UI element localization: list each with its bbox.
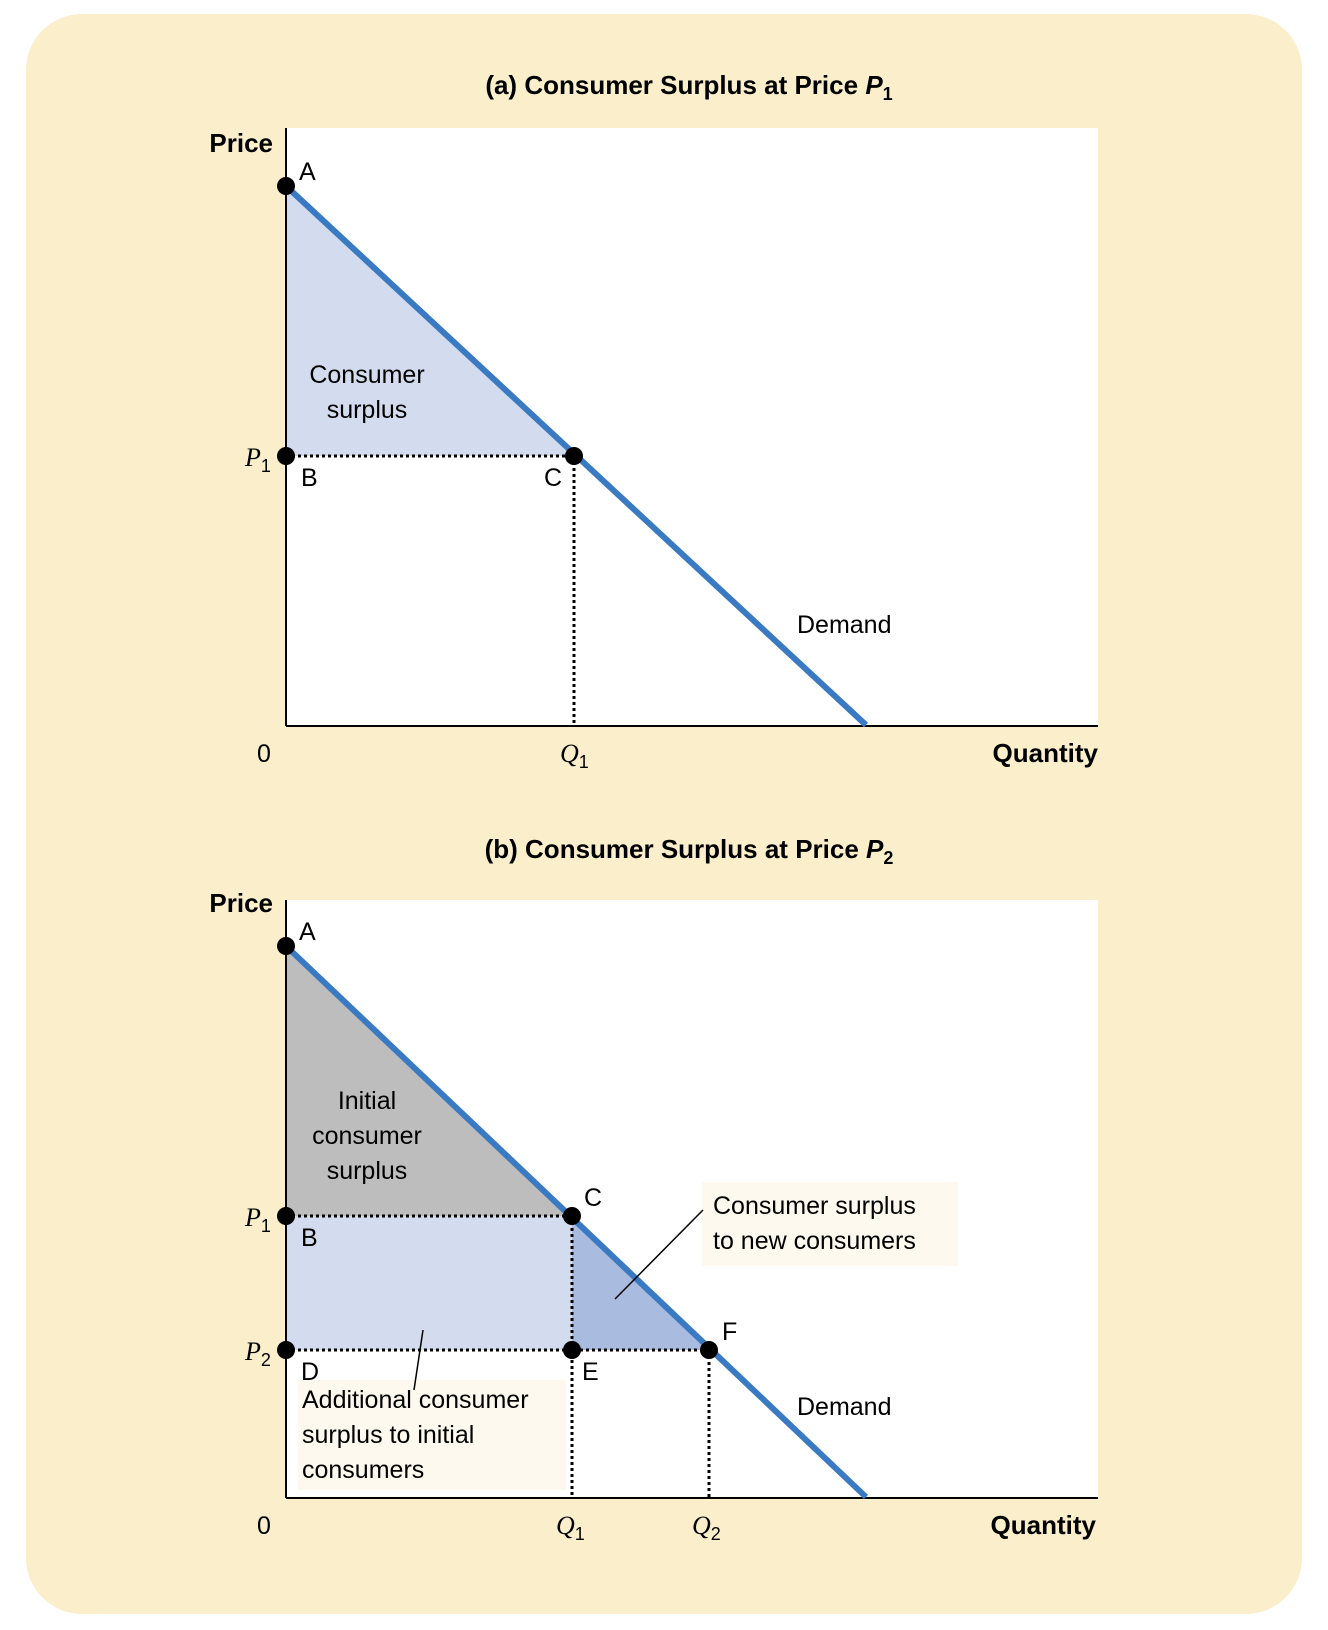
consumer-surplus-label-line2: surplus xyxy=(327,396,408,424)
initial-surplus-label-line2: consumer xyxy=(312,1122,422,1150)
point-e-marker xyxy=(563,1341,581,1359)
q1-tick-label: Q1 xyxy=(560,739,589,772)
panel-b: (b) Consumer Surplus at Price P2 A B C D… xyxy=(209,834,1098,1544)
origin-label: 0 xyxy=(257,1512,271,1540)
p1-tick-label: P1 xyxy=(244,443,271,476)
new-consumers-callout-box xyxy=(702,1182,958,1266)
y-axis-title: Price xyxy=(209,128,273,158)
demand-label: Demand xyxy=(797,1393,892,1421)
point-b-label: B xyxy=(301,464,318,492)
point-b-marker xyxy=(277,447,295,465)
point-a-label: A xyxy=(299,918,316,946)
point-b-marker xyxy=(277,1207,295,1225)
initial-surplus-label-line3: surplus xyxy=(327,1157,408,1185)
x-axis-title: Quantity xyxy=(993,738,1099,768)
point-f-marker xyxy=(700,1341,718,1359)
point-d-label: D xyxy=(301,1358,319,1386)
point-f-label: F xyxy=(722,1318,737,1346)
point-e-label: E xyxy=(582,1358,599,1386)
point-d-marker xyxy=(277,1341,295,1359)
new-consumers-label-line1: Consumer surplus xyxy=(713,1192,916,1220)
additional-surplus-label-line3: consumers xyxy=(302,1456,424,1484)
point-c-marker xyxy=(565,447,583,465)
additional-surplus-leader-line xyxy=(413,1329,424,1391)
point-c-label: C xyxy=(584,1184,602,1212)
consumer-surplus-label-line1: Consumer xyxy=(309,361,424,389)
point-c-marker xyxy=(563,1207,581,1225)
point-a-marker xyxy=(277,177,295,195)
y-axis-title: Price xyxy=(209,888,273,918)
panel-a: (a) Consumer Surplus at Price P1 A B C C… xyxy=(209,70,1098,772)
p1-tick-label: P1 xyxy=(244,1203,271,1236)
point-b-label: B xyxy=(301,1224,318,1252)
origin-label: 0 xyxy=(257,740,271,768)
q2-tick-label: Q2 xyxy=(692,1511,721,1544)
additional-surplus-label-line1: Additional consumer xyxy=(302,1386,529,1414)
panel-b-title: (b) Consumer Surplus at Price P2 xyxy=(485,834,894,868)
additional-surplus-label-line2: surplus to initial xyxy=(302,1421,474,1449)
new-consumers-leader-line xyxy=(614,1209,704,1300)
q1-tick-label: Q1 xyxy=(556,1511,585,1544)
p2-tick-label: P2 xyxy=(244,1337,271,1370)
point-c-label: C xyxy=(544,464,562,492)
new-consumers-label-line2: to new consumers xyxy=(713,1227,916,1255)
additional-surplus-callout-box xyxy=(298,1380,566,1490)
x-axis-title: Quantity xyxy=(991,1510,1097,1540)
panel-a-title: (a) Consumer Surplus at Price P1 xyxy=(485,70,892,104)
additional-surplus-region xyxy=(286,1216,572,1350)
demand-label: Demand xyxy=(797,611,892,639)
initial-surplus-label-line1: Initial xyxy=(338,1087,396,1115)
point-a-label: A xyxy=(299,158,316,186)
point-a-marker xyxy=(277,937,295,955)
